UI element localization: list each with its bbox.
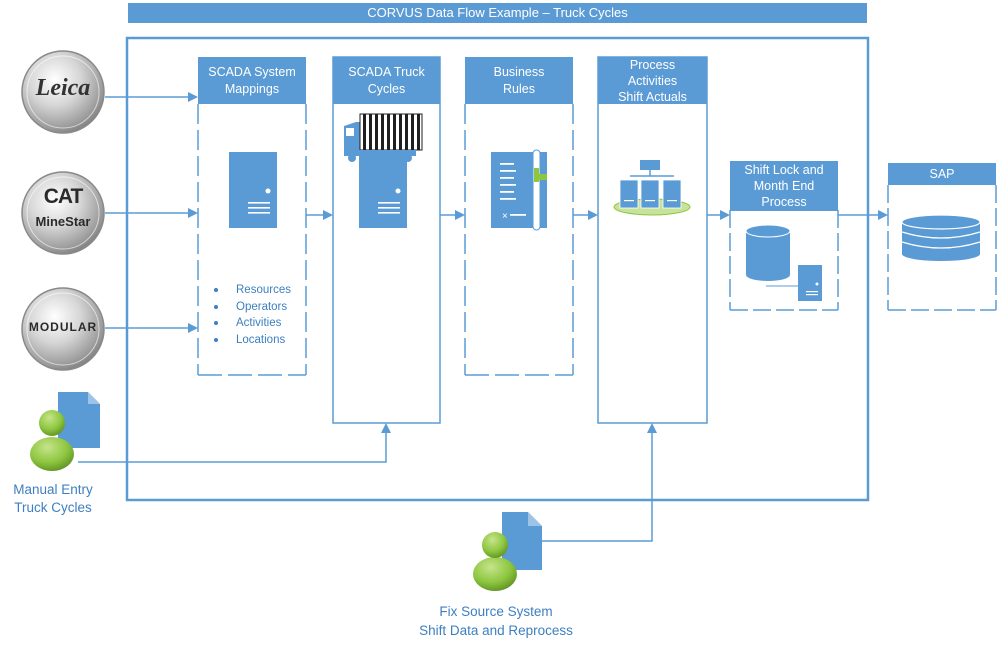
sap-title: SAP	[929, 166, 955, 181]
shift-lock-title-line1: Shift Lock and	[744, 163, 824, 177]
rules-document-icon: ×	[491, 149, 547, 231]
shift-lock-box	[729, 210, 839, 311]
truck-server-icon	[344, 113, 423, 228]
process-activities-title-line1: Process	[629, 57, 676, 72]
sap-box	[887, 185, 997, 311]
mapping-item: Activities	[214, 315, 304, 332]
scada-truck-cycles-header: SCADA Truck Cycles	[333, 57, 440, 104]
shift-lock-header: Shift Lock and Month End Process	[730, 161, 838, 211]
process-activities-title-line2: Activities	[627, 73, 678, 88]
scada-mappings-header: SCADA System Mappings	[198, 57, 306, 104]
database-server-icon	[745, 224, 822, 301]
sap-header: SAP	[888, 163, 996, 185]
minestar-logo-text: MineStar	[35, 214, 91, 229]
sap-database-icon	[901, 214, 981, 261]
mapping-item: Locations	[214, 332, 304, 349]
scada-mappings-box	[197, 104, 307, 376]
shift-lock-title-line2: Month End	[753, 179, 815, 193]
fix-source-person-icon	[473, 512, 542, 591]
servers-cluster-icon	[613, 160, 691, 216]
leica-logo	[21, 50, 105, 134]
scada-truck-cycles-title-line2: Cycles	[367, 81, 406, 96]
manual-entry-label-line2: Truck Cycles	[14, 500, 92, 515]
fix-source-label: Fix Source System Shift Data and Reproce…	[396, 602, 596, 640]
main-container	[125, 36, 870, 502]
process-activities-box	[597, 56, 708, 424]
process-activities-header: Process Activities Shift Actuals	[598, 57, 707, 104]
mapping-item: Operators	[214, 299, 304, 316]
process-activities-title-line3: Shift Actuals	[618, 89, 687, 104]
shift-lock-title-line3: Process	[761, 195, 807, 209]
scada-mappings-title-line1: SCADA System	[208, 64, 296, 79]
fix-source-label-line2: Shift Data and Reprocess	[419, 623, 573, 638]
modular-logo-text: MODULAR	[28, 320, 98, 334]
manual-entry-person-icon	[30, 392, 100, 471]
business-rules-header: Business Rules	[465, 57, 573, 104]
scada-truck-cycles-box	[332, 56, 441, 424]
business-rules-box	[464, 104, 574, 376]
diagram-title: CORVUS Data Flow Example – Truck Cycles	[128, 3, 867, 23]
scada-truck-cycles-title-line1: SCADA Truck	[348, 64, 425, 79]
cat-minestar-logo	[21, 171, 105, 255]
manual-entry-label-line1: Manual Entry	[13, 482, 93, 497]
server-icon	[229, 152, 277, 228]
manual-entry-label: Manual Entry Truck Cycles	[0, 481, 106, 517]
fix-source-label-line1: Fix Source System	[439, 604, 553, 619]
business-rules-title-line1: Business	[493, 64, 545, 79]
arrow-fix-source-to-process	[542, 423, 657, 542]
leica-logo-text: Leica	[35, 75, 91, 101]
mapping-item: Resources	[214, 282, 304, 299]
svg-text:×: ×	[502, 211, 508, 222]
cat-logo-text: CAT	[43, 185, 84, 208]
mapping-items-list: Resources Operators Activities Locations	[214, 282, 304, 348]
arrow-manual-entry-to-truck-cycles	[78, 423, 391, 463]
business-rules-title-line2: Rules	[503, 81, 535, 96]
modular-logo	[21, 287, 105, 371]
scada-mappings-title-line2: Mappings	[224, 81, 280, 96]
